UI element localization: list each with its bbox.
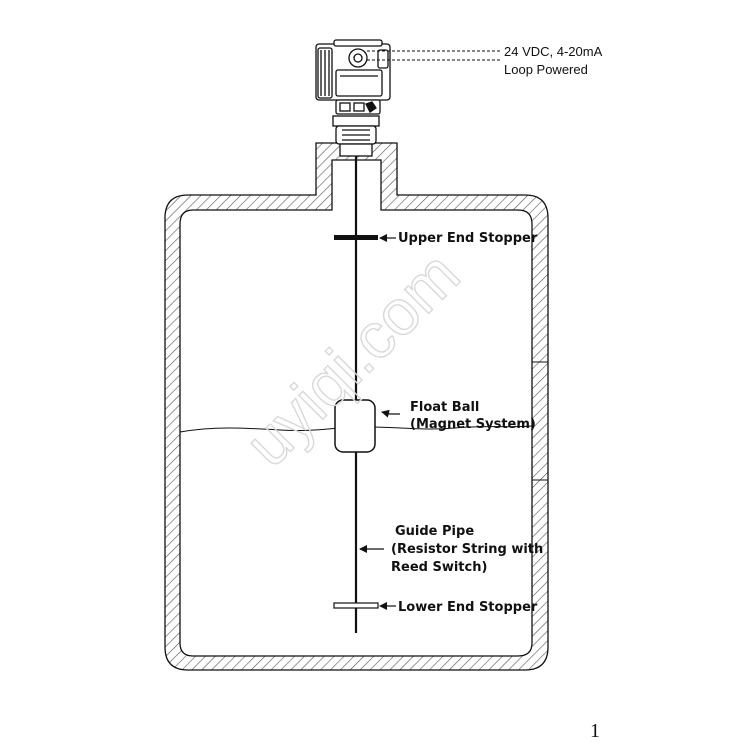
page-number: 1 [590, 720, 600, 742]
guide-pipe-label-3: Reed Switch) [391, 560, 487, 575]
power-label-line2: Loop Powered [504, 62, 588, 77]
upper-end-stopper [334, 235, 378, 240]
lower-stopper-label: Lower End Stopper [398, 600, 538, 615]
float-ball-label-2: (Magnet System) [410, 417, 536, 432]
float-ball-label-1: Float Ball [410, 400, 479, 415]
upper-stopper-label: Upper End Stopper [398, 231, 538, 246]
guide-pipe-label-2: (Resistor String with [391, 542, 543, 557]
float-ball [334, 399, 376, 453]
power-label-line1: 24 VDC, 4-20mA [504, 44, 603, 59]
tank-wall [164, 142, 549, 671]
transmitter-head [315, 39, 391, 157]
lower-end-stopper [333, 602, 379, 609]
guide-pipe-label-1: Guide Pipe [395, 524, 474, 539]
float-ball-arrow [381, 409, 400, 418]
